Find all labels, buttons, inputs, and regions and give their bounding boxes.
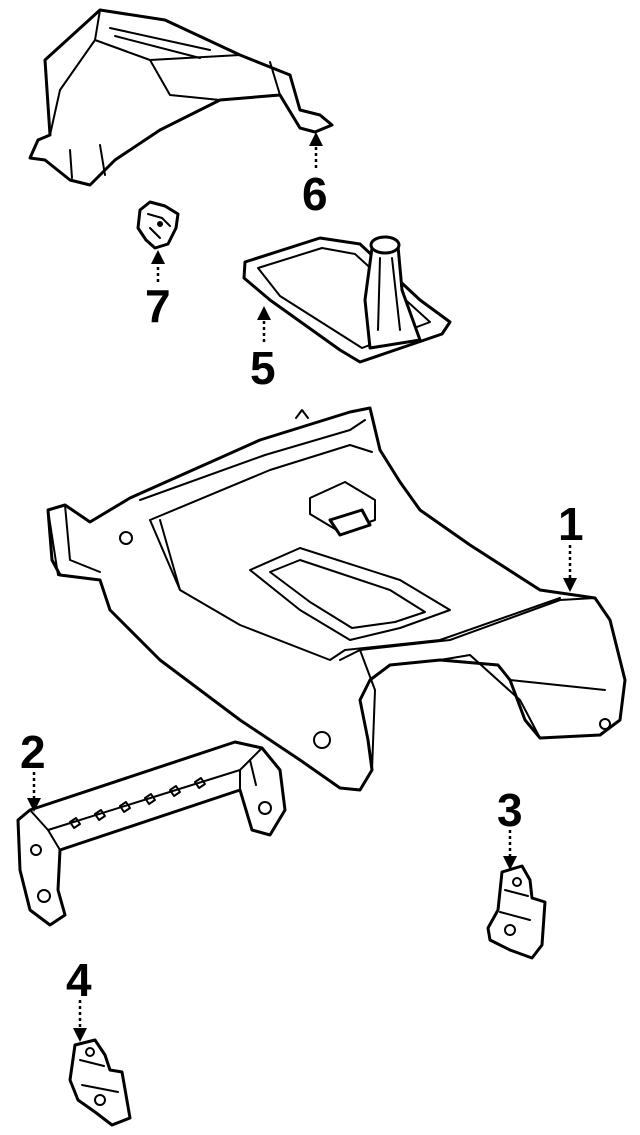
part-4-small-bracket [68,1038,132,1127]
callout-5: 5 [250,342,276,394]
callout-7-leader [151,250,165,282]
callout-4: 4 [66,954,92,1006]
callout-6-leader [309,132,323,168]
callout-1-leader [563,545,577,592]
callout-7: 7 [145,280,171,332]
part-3-small-bracket [486,864,547,960]
part-2-bracket [16,740,287,927]
part-5-shift-boot [242,235,452,364]
callout-3-leader [503,830,517,870]
part-7-clip [136,200,180,250]
callout-5-leader [257,306,271,342]
callout-4-leader [73,1000,87,1042]
callout-2-leader [27,772,41,812]
callout-1: 1 [558,498,584,550]
callout-2: 2 [20,726,46,778]
callout-3: 3 [497,784,523,836]
part-1-console-body [46,406,627,792]
part-6-shift-cover [28,8,334,187]
callout-6: 6 [302,168,328,220]
